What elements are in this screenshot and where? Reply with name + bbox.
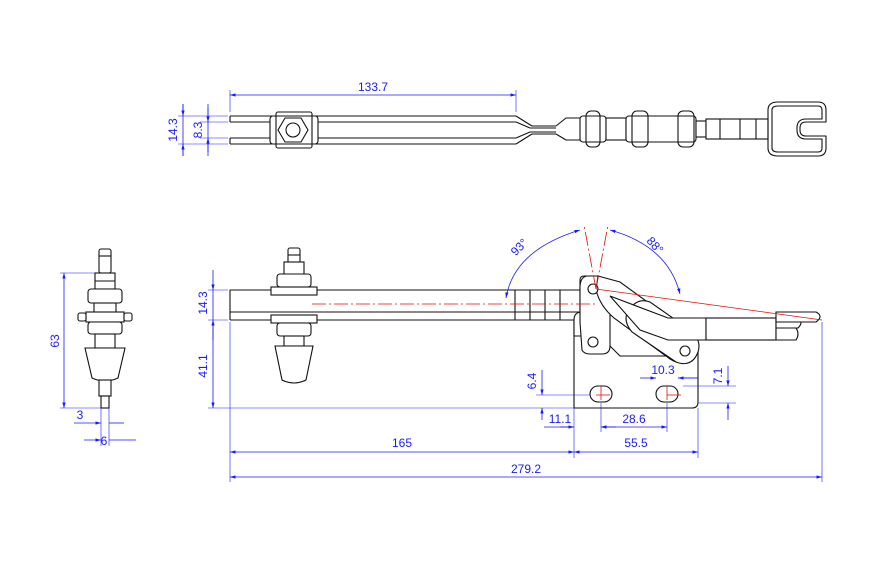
dim-top-length: 133.7 [358,80,388,94]
dim-angle-right: 88° [644,234,667,257]
dim-base-hole-pitch: 28.6 [622,412,646,426]
front-view-centerlines [312,224,823,403]
front-view [229,247,821,409]
dim-top-width-inner: 8.3 [191,121,205,138]
dim-hole-spacing-y: 7.1 [711,367,725,384]
end-view-dimensions [60,272,136,446]
dim-top-width-outer: 14.3 [166,118,180,142]
end-view [77,248,133,409]
top-view [229,101,827,157]
dim-angle-left: 93° [508,236,531,259]
front-view-dimensions [208,270,823,482]
dim-total-length: 279.2 [511,462,541,476]
dim-end-height: 63 [48,334,62,348]
dim-base-hole-offset: 11.1 [549,412,572,426]
top-view-dimensions [178,90,517,156]
dim-hole-spacing-x: 10.3 [651,363,675,377]
angle-dimensions [505,229,681,299]
dim-arm-height: 14.3 [196,291,210,315]
dim-spindle-height: 41.1 [196,354,210,378]
dim-end-thread: 6 [101,434,108,448]
dim-base-length: 55.5 [624,436,648,450]
dim-arm-length: 165 [392,436,412,450]
dim-end-pin: 3 [77,408,84,422]
dim-hole-offset: 6.4 [525,372,539,389]
